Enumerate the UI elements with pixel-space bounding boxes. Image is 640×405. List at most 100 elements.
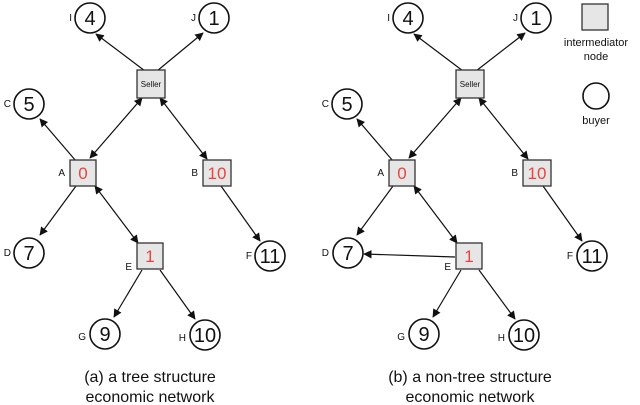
legend-intermediator-label-2: node — [584, 51, 608, 63]
edge-b-f — [220, 185, 261, 242]
buyer-node-j: 1 J — [513, 2, 552, 34]
intermediator-node-b: 10 B — [511, 159, 552, 187]
node-label: A — [377, 168, 384, 179]
node-value: 11 — [582, 246, 603, 268]
caption-line2: economic network — [86, 389, 216, 405]
node-label: F — [567, 251, 573, 262]
node-value: 9 — [99, 324, 110, 346]
node-value: 0 — [78, 164, 87, 183]
seller-node-b: Seller — [455, 69, 485, 99]
node-value: 7 — [342, 243, 353, 265]
caption-line2: economic network — [406, 389, 536, 405]
edge-seller-a — [408, 97, 462, 159]
edges-b — [356, 32, 583, 320]
caption-line1: (a) a tree structure — [84, 369, 216, 386]
node-value: 0 — [397, 164, 406, 183]
node-label: J — [513, 13, 518, 24]
node-value: 4 — [84, 8, 95, 30]
node-label: D — [4, 248, 11, 259]
node-value: 1 — [145, 247, 154, 266]
buyer-node-i: 4 I — [387, 2, 424, 34]
edge-a-d — [39, 185, 77, 236]
node-label: B — [511, 168, 518, 179]
node-label: H — [179, 333, 186, 344]
node-value: 4 — [402, 8, 413, 30]
network-a: Seller 0 A 10 B 1 E 4 I 1 J — [4, 2, 286, 405]
node-label: H — [498, 333, 505, 344]
node-label: A — [58, 168, 65, 179]
seller-node-a: Seller — [136, 69, 166, 99]
buyer-node-d: 7 D — [4, 237, 45, 269]
edge-seller-a — [89, 97, 143, 159]
node-value: 7 — [23, 243, 34, 265]
buyer-node-g: 9 G — [397, 318, 440, 350]
node-value: 5 — [341, 94, 352, 116]
node-value: 10 — [208, 164, 227, 183]
buyer-node-f: 11 F — [567, 240, 608, 272]
caption-line1: (b) a non-tree structure — [388, 369, 552, 386]
legend: intermediator node buyer — [564, 3, 629, 127]
edge-seller-j — [475, 32, 526, 72]
node-label: F — [246, 251, 252, 262]
edge-a-d — [356, 185, 394, 236]
buyer-node-i: 4 I — [69, 2, 106, 34]
node-label: D — [322, 248, 329, 259]
seller-label: Seller — [141, 80, 162, 89]
edges-a — [39, 32, 261, 320]
node-value: 10 — [194, 325, 216, 347]
node-label: J — [191, 13, 196, 24]
buyer-node-j: 1 J — [191, 2, 230, 34]
buyer-node-c: 5 C — [322, 88, 363, 120]
buyer-node-d: 7 D — [322, 237, 364, 269]
legend-buyer-label: buyer — [582, 115, 610, 127]
node-label: E — [125, 262, 132, 273]
buyer-node-h: 10 H — [179, 319, 221, 351]
edge-seller-i — [413, 33, 464, 72]
edge-seller-b — [159, 97, 208, 160]
edge-a-c — [39, 118, 77, 162]
node-label: C — [322, 99, 329, 110]
buyer-node-c: 5 C — [4, 88, 45, 120]
edge-seller-b — [478, 97, 529, 160]
node-value: 10 — [513, 325, 535, 347]
node-value: 10 — [528, 164, 547, 183]
legend-buyer-swatch — [582, 82, 610, 110]
node-value: 5 — [23, 94, 34, 116]
node-value: 1 — [530, 8, 541, 30]
edge-seller-j — [156, 32, 204, 72]
legend-intermediator-swatch — [581, 3, 609, 31]
seller-label: Seller — [460, 80, 481, 89]
legend-intermediator-label-1: intermediator — [564, 37, 629, 49]
edge-a-e — [94, 185, 139, 244]
intermediator-node-b: 10 B — [191, 159, 232, 187]
node-label: E — [444, 262, 451, 273]
intermediator-node-a: 0 A — [377, 159, 416, 187]
node-value: 1 — [208, 8, 219, 30]
edge-seller-i — [95, 33, 146, 72]
edge-e-h — [478, 269, 516, 320]
node-label: B — [191, 168, 198, 179]
node-value: 11 — [260, 246, 281, 268]
buyer-node-f: 11 F — [246, 240, 286, 272]
node-label: I — [69, 13, 72, 24]
node-label: G — [78, 332, 86, 343]
edge-a-e — [413, 185, 458, 244]
node-label: I — [387, 13, 390, 24]
edge-a-c — [356, 118, 394, 162]
node-value: 1 — [464, 247, 473, 266]
intermediator-node-a: 0 A — [58, 159, 97, 187]
buyer-node-g: 9 G — [78, 318, 121, 350]
buyer-node-h: 10 H — [498, 319, 540, 351]
intermediator-node-e: 1 E — [444, 242, 483, 273]
edge-b-f — [542, 185, 583, 242]
edge-e-d — [363, 250, 456, 259]
node-label: C — [4, 99, 11, 110]
node-value: 9 — [418, 324, 429, 346]
edge-e-h — [159, 269, 196, 320]
network-b: Seller 0 A 10 B 1 E 4 I 1 J 5 — [322, 2, 608, 405]
edge-e-g — [432, 269, 462, 318]
intermediator-node-e: 1 E — [125, 242, 164, 273]
edge-e-g — [113, 269, 143, 318]
node-label: G — [397, 332, 405, 343]
